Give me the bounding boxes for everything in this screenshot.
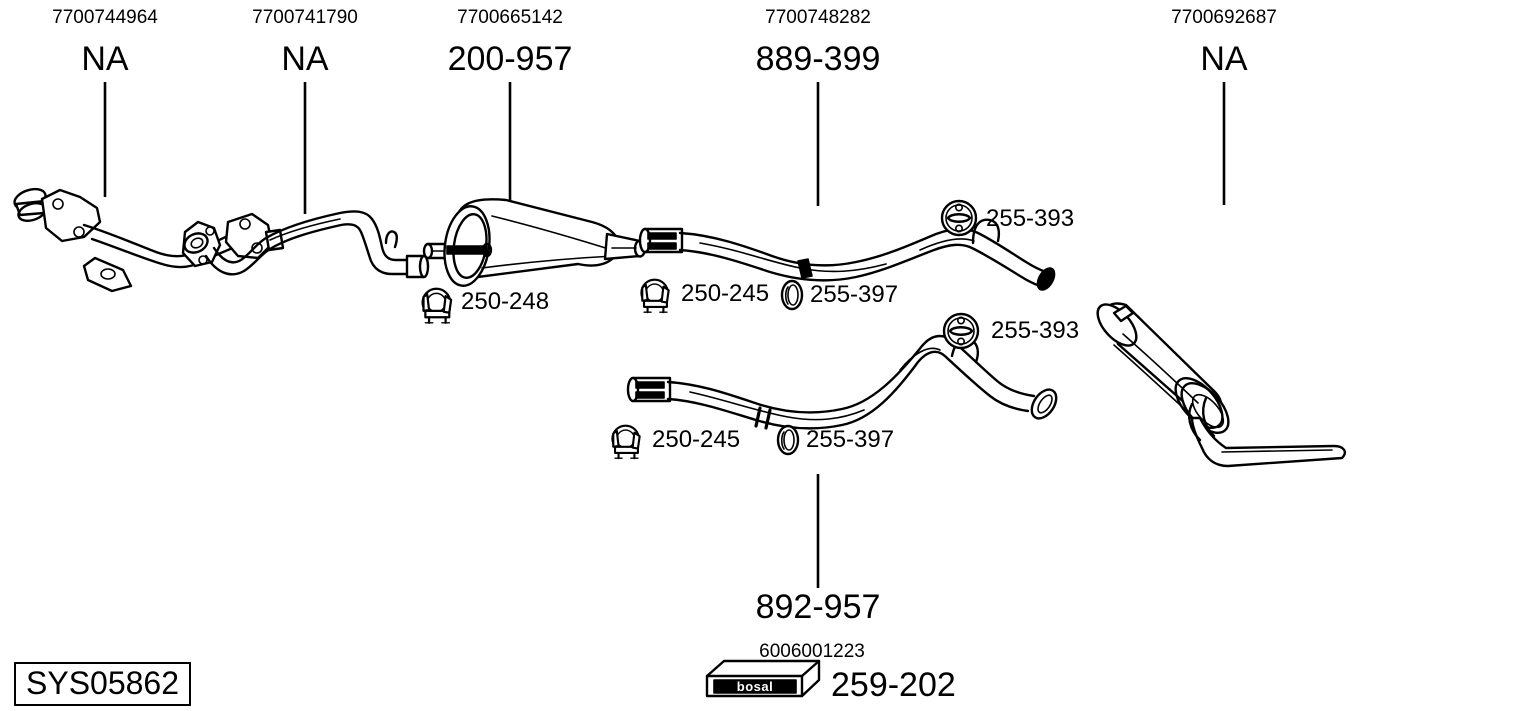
part-code-6: 892-957 [755, 588, 881, 626]
brand-box-code: 259-202 [831, 666, 956, 704]
exhaust-clamp-icon-1 [421, 287, 453, 324]
exhaust-clamp-icon-3 [611, 424, 641, 460]
accessory-code-250-245-upper: 250-245 [681, 280, 770, 307]
accessory-code-255-393-lower: 255-393 [991, 317, 1080, 344]
part-connecting-pipe [181, 210, 430, 279]
accessory-code-250-248: 250-248 [461, 288, 550, 315]
part-code-3: 200-957 [447, 40, 573, 78]
sealing-ring-icon-1 [780, 279, 804, 311]
oem-number-2: 7700741790 [252, 7, 358, 28]
part-code-1: NA [81, 40, 129, 78]
system-code-box: SYS05862 [14, 662, 192, 706]
svg-text:bosal: bosal [737, 679, 773, 694]
oem-number-3: 7700665142 [457, 7, 563, 28]
part-centre-silencer [422, 198, 647, 287]
oem-number-4: 7700748282 [765, 7, 871, 28]
rubber-hanger-icon-2 [942, 312, 980, 350]
accessory-code-255-397-lower: 255-397 [806, 426, 895, 453]
oem-number-1: 7700744964 [52, 7, 158, 28]
part-centre-pipe-upper [638, 218, 1056, 291]
part-rear-silencer [1096, 302, 1346, 468]
rubber-hanger-icon-1 [940, 199, 978, 237]
sealing-ring-icon-2 [776, 424, 800, 456]
accessory-code-250-245-lower: 250-245 [652, 426, 741, 453]
accessory-code-255-397-upper: 255-397 [810, 281, 899, 308]
accessory-code-255-393-upper: 255-393 [986, 205, 1075, 232]
part-front-exhaust-pipe [13, 187, 285, 293]
bosal-box-icon: bosal [705, 659, 821, 698]
brand-box-oem: 6006001223 [759, 641, 865, 662]
exhaust-clamp-icon-2 [640, 278, 670, 314]
oem-number-5: 7700692687 [1171, 7, 1277, 28]
part-code-2: NA [281, 40, 329, 78]
part-centre-pipe-lower [626, 334, 1058, 430]
part-code-4: 889-399 [755, 40, 881, 78]
part-code-5: NA [1200, 40, 1248, 78]
leader-lines [103, 82, 1226, 588]
